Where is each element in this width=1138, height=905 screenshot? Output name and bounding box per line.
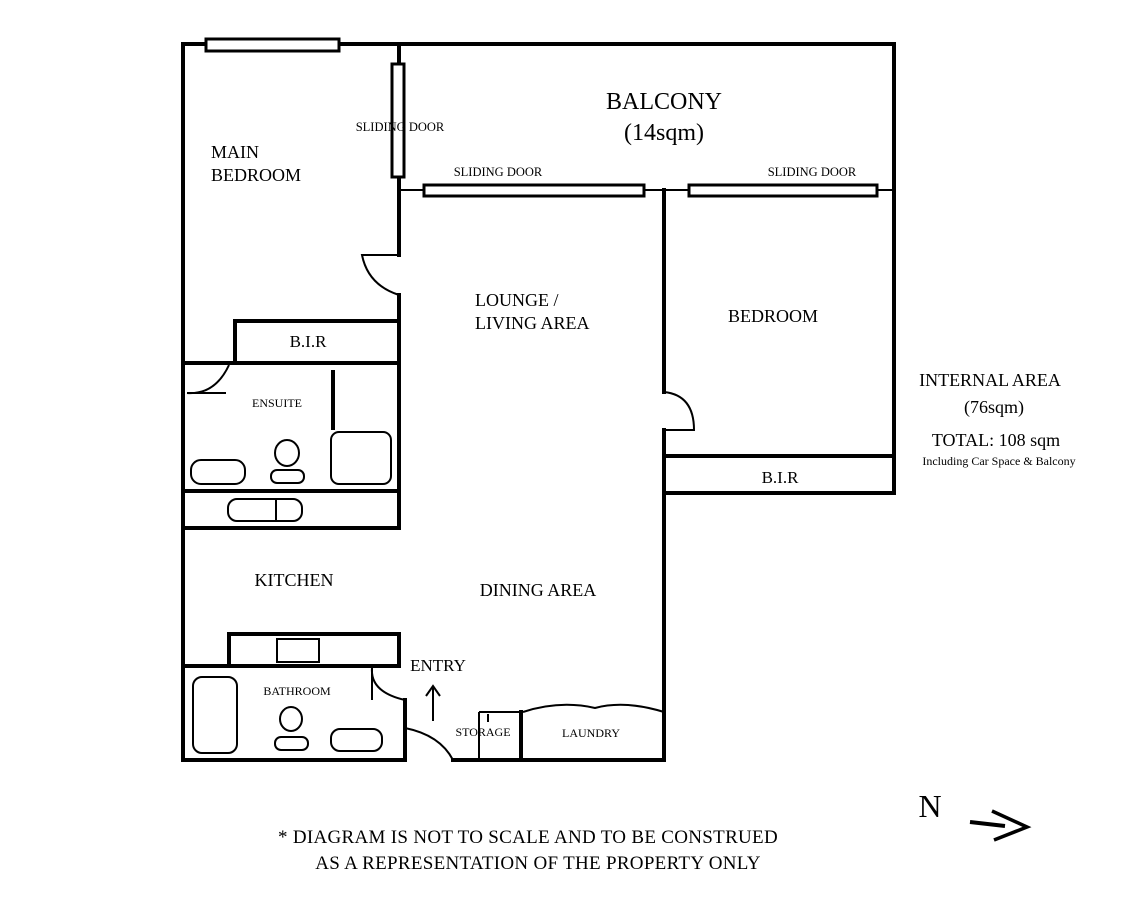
sliding-door-bedroom bbox=[687, 183, 879, 198]
door-bathroom bbox=[370, 667, 406, 701]
bathroom-toilet-bowl bbox=[279, 706, 303, 732]
room-labels: BALCONY (14sqm) MAIN BEDROOM SLIDING DOO… bbox=[211, 89, 857, 740]
label-sliding-door-bedroom: SLIDING DOOR bbox=[768, 165, 857, 179]
label-bathroom: BATHROOM bbox=[263, 684, 331, 698]
label-ensuite: ENSUITE bbox=[252, 396, 302, 410]
ensuite-toilet-cistern bbox=[270, 469, 305, 484]
compass-label: N bbox=[918, 788, 941, 824]
internal-area-value: (76sqm) bbox=[964, 397, 1024, 418]
label-lounge-2: LIVING AREA bbox=[475, 313, 590, 333]
label-sliding-door-main: SLIDING DOOR bbox=[356, 120, 445, 134]
area-summary: INTERNAL AREA (76sqm) TOTAL: 108 sqm Inc… bbox=[919, 370, 1076, 468]
disclaimer: * DIAGRAM IS NOT TO SCALE AND TO BE CONS… bbox=[278, 827, 778, 874]
label-balcony: BALCONY bbox=[606, 89, 722, 115]
label-kitchen: KITCHEN bbox=[255, 570, 334, 590]
label-storage: STORAGE bbox=[455, 725, 510, 739]
door-swings bbox=[186, 254, 696, 761]
windows bbox=[204, 37, 879, 198]
label-main-bedroom-2: BEDROOM bbox=[211, 165, 301, 185]
door-ensuite bbox=[186, 364, 230, 395]
sliding-door-main-bedroom bbox=[390, 62, 406, 179]
disclaimer-line-2: AS A REPRESENTATION OF THE PROPERTY ONLY bbox=[315, 853, 761, 874]
total-area-note: Including Car Space & Balcony bbox=[922, 454, 1075, 468]
interior-walls bbox=[181, 42, 896, 762]
north-arrow-icon bbox=[969, 809, 1032, 842]
fixtures bbox=[190, 370, 441, 754]
label-sliding-door-lounge: SLIDING DOOR bbox=[454, 165, 543, 179]
door-entry bbox=[404, 727, 454, 761]
bathroom-toilet-cistern bbox=[274, 736, 309, 751]
kitchen-sink bbox=[276, 638, 320, 663]
ensuite-basin bbox=[227, 498, 303, 522]
ensuite-shower bbox=[330, 431, 392, 485]
bathroom-bath bbox=[192, 676, 238, 754]
window-main-bedroom bbox=[204, 37, 341, 53]
label-bir-bedroom: B.I.R bbox=[762, 468, 800, 487]
label-bedroom: BEDROOM bbox=[728, 306, 818, 326]
exterior-walls bbox=[181, 42, 896, 762]
ensuite-toilet-bowl bbox=[274, 439, 300, 467]
label-lounge-1: LOUNGE / bbox=[475, 290, 559, 310]
disclaimer-line-1: * DIAGRAM IS NOT TO SCALE AND TO BE CONS… bbox=[278, 827, 778, 848]
label-entry: ENTRY bbox=[410, 656, 466, 675]
label-bir-main: B.I.R bbox=[290, 332, 328, 351]
label-main-bedroom-1: MAIN bbox=[211, 142, 259, 162]
label-balcony-area: (14sqm) bbox=[624, 120, 704, 146]
ensuite-vanity bbox=[190, 459, 246, 485]
label-laundry: LAUNDRY bbox=[562, 726, 620, 740]
label-dining: DINING AREA bbox=[480, 580, 597, 600]
internal-area-label: INTERNAL AREA bbox=[919, 370, 1061, 390]
total-area: TOTAL: 108 sqm bbox=[932, 430, 1060, 450]
door-bedroom bbox=[663, 391, 696, 431]
door-laundry bbox=[522, 703, 665, 713]
sliding-door-lounge bbox=[422, 183, 646, 198]
door-main-bedroom bbox=[360, 254, 400, 296]
bathroom-vanity bbox=[330, 728, 383, 752]
